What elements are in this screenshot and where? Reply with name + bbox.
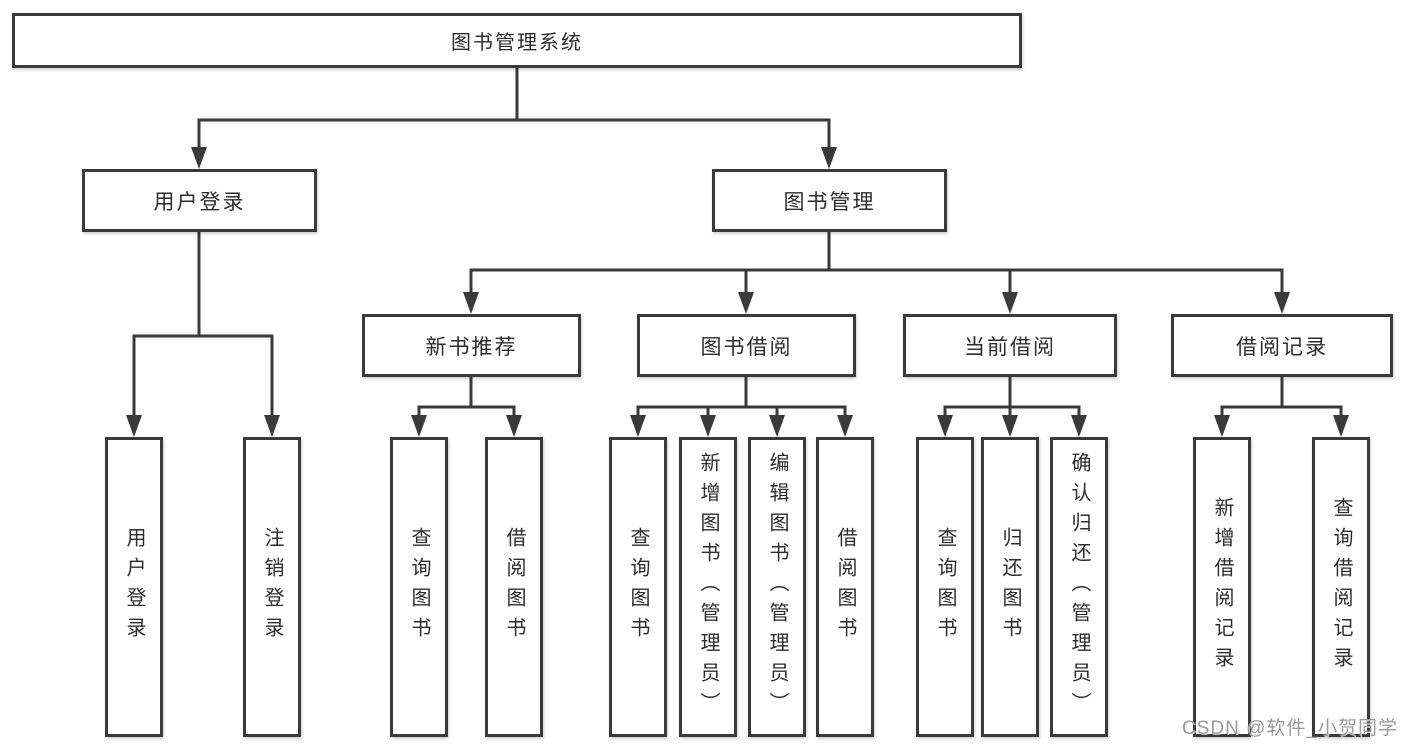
node-user-login: 用户登录 [82,169,317,232]
leaf-label: 注销登录 [261,527,283,647]
connector-book-borrow-to-children [636,377,847,416]
leaf-query-books-borrow: 查询图书 [609,437,667,737]
node-label: 图书管理 [783,190,876,214]
node-label: 借阅记录 [1236,335,1328,359]
leaf-label: 借阅图书 [503,527,525,647]
leaf-label: 查询借阅记录 [1330,497,1352,677]
leaf-label: 编辑图书（管理员） [766,452,788,722]
leaf-confirm-return-admin: 确认归还（管理员） [1050,437,1108,737]
leaf-label: 确认归还（管理员） [1068,452,1090,722]
node-label: 图书管理系统 [451,32,583,54]
leaf-label: 新增图书（管理员） [697,452,719,722]
leaf-add-borrow-record: 新增借阅记录 [1193,437,1251,737]
leaf-label: 查询图书 [408,527,430,647]
leaf-label: 查询图书 [934,527,956,647]
node-new-book-recommend: 新书推荐 [362,314,581,377]
connector-new-book-recommend-to-children [417,377,516,416]
connector-current-borrow-to-children [943,377,1081,416]
connector-user-login-to-children [132,232,274,416]
leaf-query-books-current: 查询图书 [916,437,974,737]
leaf-add-book-admin: 新增图书（管理员） [679,437,737,737]
connector-borrow-records-to-children [1220,377,1343,416]
leaf-user-login: 用户登录 [105,437,163,737]
leaf-edit-book-admin: 编辑图书（管理员） [748,437,806,737]
connector-root-to-level2 [197,68,831,149]
leaf-label: 新增借阅记录 [1211,497,1233,677]
connector-book-management-to-level3 [469,232,1284,293]
leaf-borrow-books-recommend: 借阅图书 [485,437,543,737]
node-current-borrow: 当前借阅 [903,314,1117,377]
leaf-label: 用户登录 [123,527,145,647]
leaf-logout: 注销登录 [243,437,301,737]
leaf-label: 查询图书 [627,527,649,647]
node-label: 当前借阅 [964,335,1056,359]
node-label: 图书借阅 [700,335,793,359]
node-book-borrow: 图书借阅 [637,314,856,377]
leaf-label: 借阅图书 [834,527,856,647]
node-label: 新书推荐 [425,335,518,359]
node-borrow-records: 借阅记录 [1171,314,1393,377]
node-book-management: 图书管理 [712,169,947,232]
arrowheads [126,147,1349,437]
leaf-label: 归还图书 [999,527,1021,647]
leaf-query-books-recommend: 查询图书 [390,437,448,737]
node-library-management-system: 图书管理系统 [12,13,1022,68]
csdn-watermark: CSDN @软件_小贺同学 [1182,718,1398,739]
leaf-return-book: 归还图书 [981,437,1039,737]
leaf-borrow-books: 借阅图书 [816,437,874,737]
leaf-query-borrow-record: 查询借阅记录 [1312,437,1370,737]
node-label: 用户登录 [153,190,246,214]
